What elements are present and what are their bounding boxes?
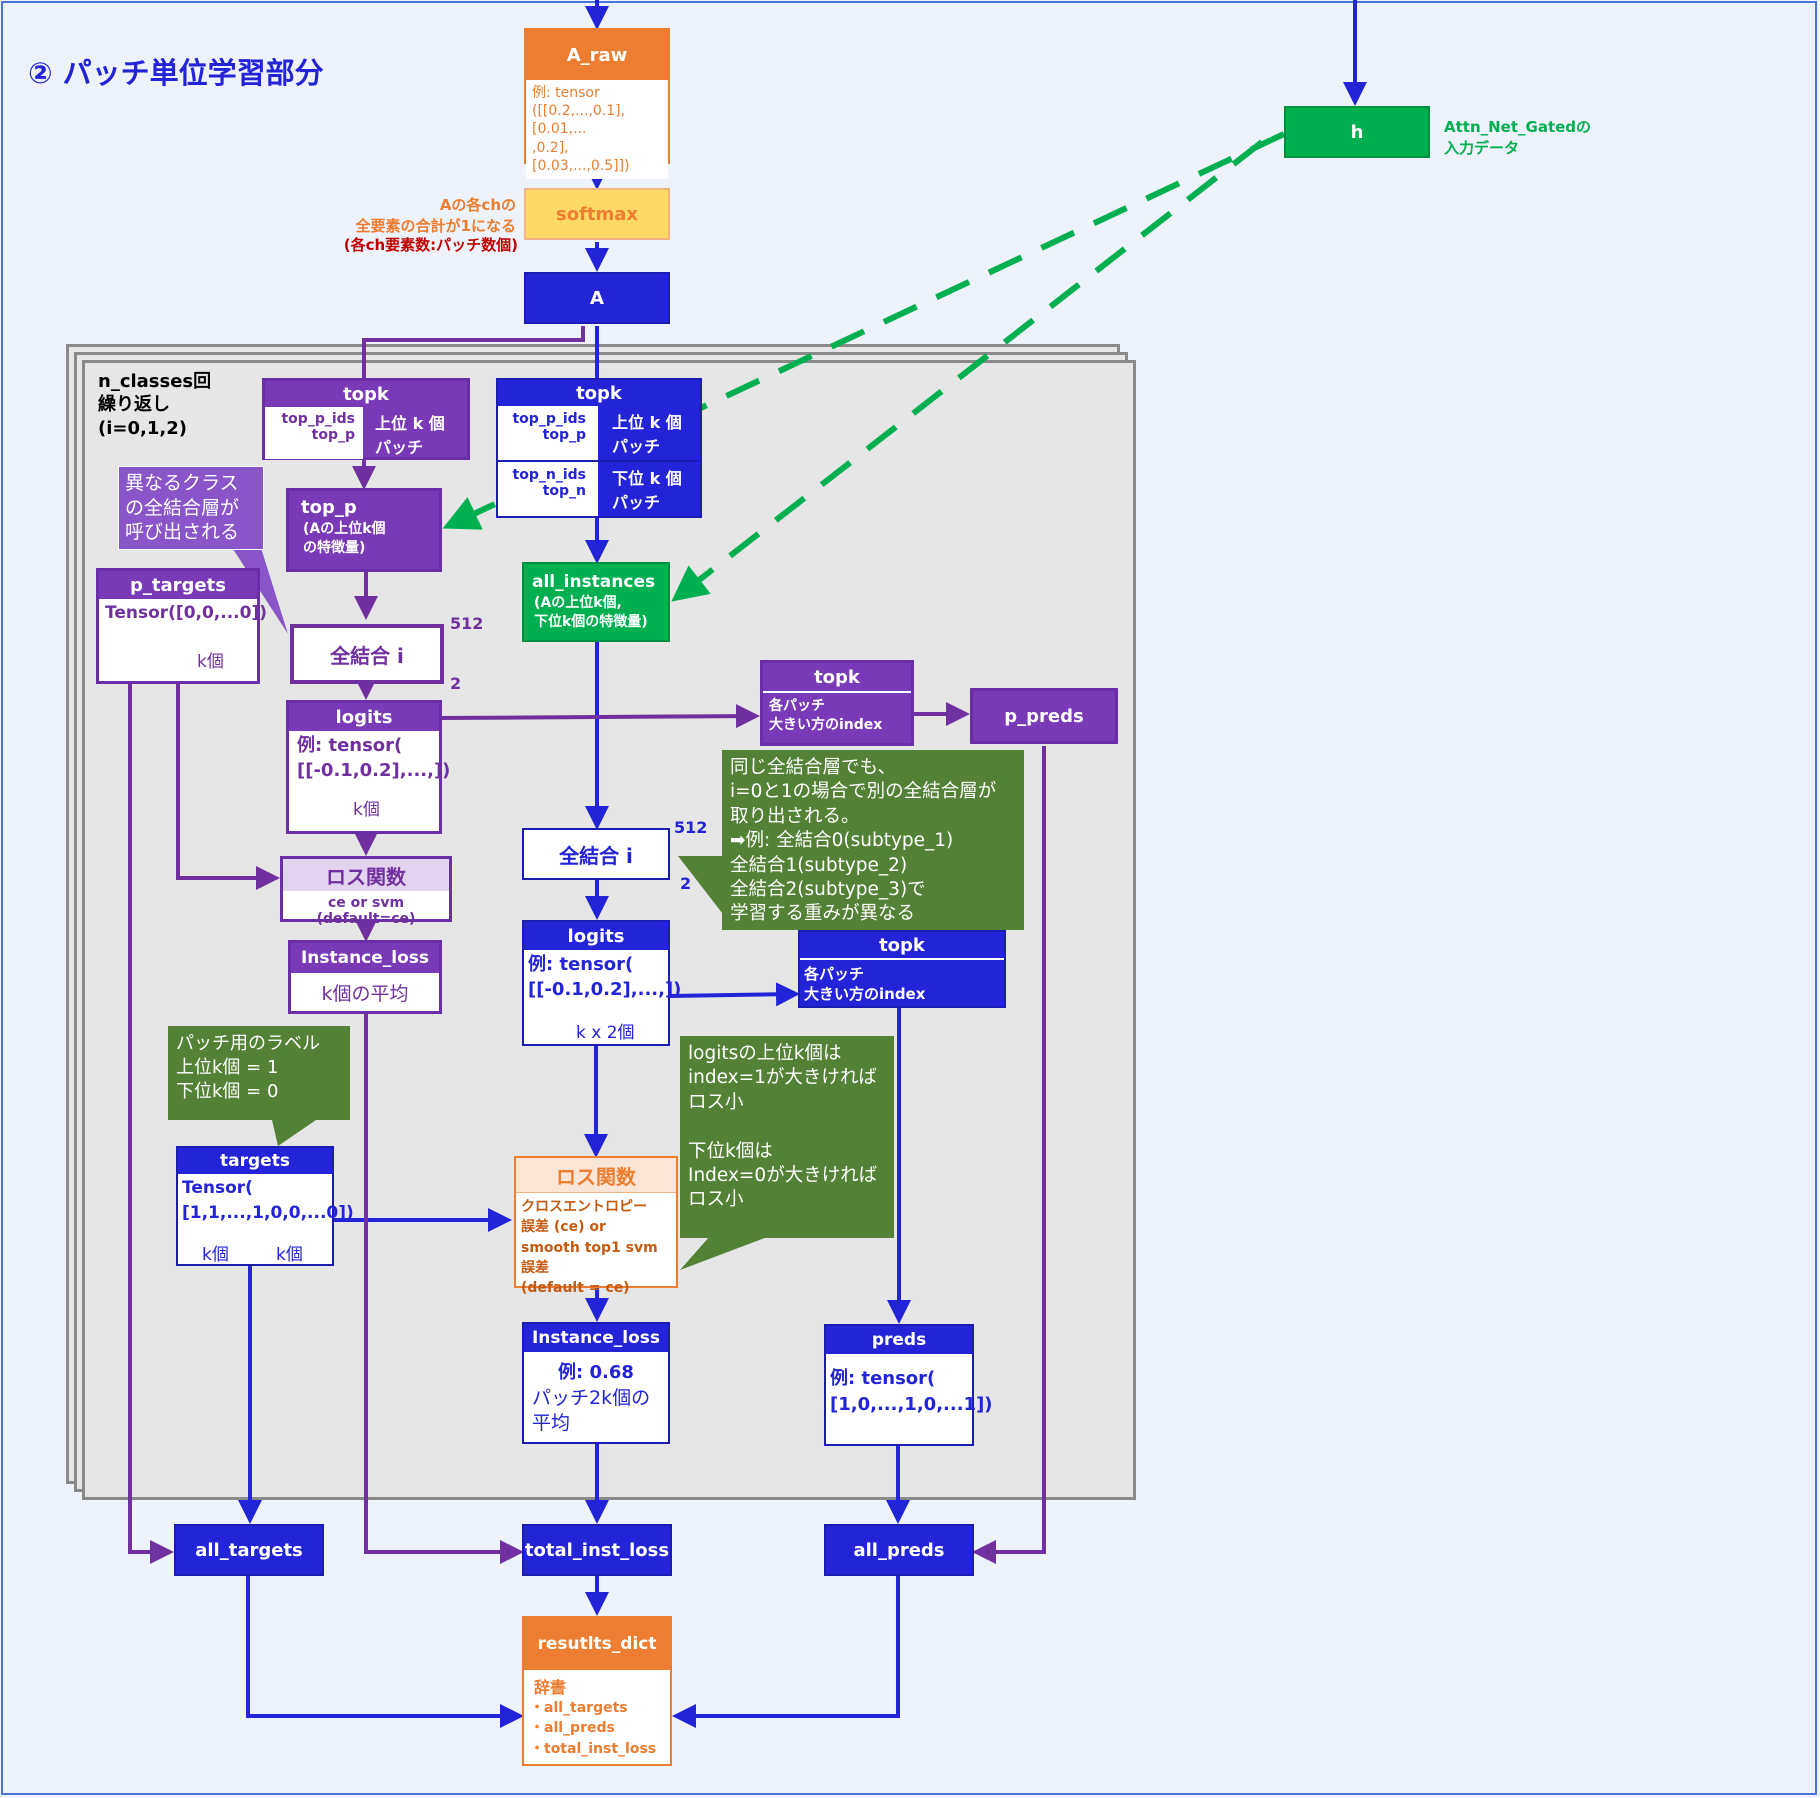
logits-center-sub: k x 2個 bbox=[576, 1023, 635, 1043]
topk-center-header: topk bbox=[576, 382, 622, 404]
p-targets-body: Tensor([0,0,...0]) bbox=[105, 603, 268, 623]
targets-header: targets bbox=[178, 1148, 332, 1174]
a-raw-node: A_raw 例: tensor ([[0.2,...,0.1],[0.01,..… bbox=[524, 28, 670, 179]
topk-left-header: topk bbox=[343, 383, 389, 405]
topk-left-ids: top_p_ids top_p bbox=[265, 407, 363, 459]
targets-sub-top: k個 bbox=[202, 1245, 229, 1265]
preds-body: 例: tensor( [1,0,...,1,0,...1]) bbox=[830, 1368, 993, 1416]
topk-p-preds-body: 各パッチ 大きい方のindex bbox=[769, 698, 883, 733]
all-preds-node: all_preds bbox=[824, 1524, 974, 1576]
h-note: Attn_Net_Gatedの 入力データ bbox=[1444, 118, 1592, 157]
fc-left-output-dim: 2 bbox=[450, 674, 462, 693]
top-p-node: top_p (Aの上位k個 の特徴量) bbox=[286, 488, 442, 572]
results-dict-node: resutlts_dict 辞書 ・all_targets ・all_preds… bbox=[522, 1616, 672, 1766]
instance-loss-left-header: Instance_loss bbox=[291, 943, 439, 973]
preds-header: preds bbox=[826, 1326, 972, 1354]
loss-center-header: ロス関数 bbox=[516, 1158, 676, 1193]
topk-preds-node: topk 各パッチ 大きい方のindex bbox=[798, 930, 1006, 1008]
loss-left-node: ロス関数 ce or svm (default=ce) bbox=[280, 856, 452, 927]
logits-left-header: logits bbox=[289, 703, 439, 731]
callout-fc-selection: 同じ全結合層でも、 i=0と1の場合で別の全結合層が 取り出される。 ➡例: 全… bbox=[722, 750, 1024, 930]
total-inst-loss-node: total_inst_loss bbox=[522, 1524, 672, 1576]
topk-center-top-ids: top_p_ids top_p bbox=[498, 406, 598, 460]
fc-left-input-dim: 512 bbox=[450, 614, 484, 633]
loss-left-body: ce or svm (default=ce) bbox=[316, 895, 416, 927]
instance-loss-center-desc: パッチ2k個の 平均 bbox=[532, 1387, 651, 1434]
topk-center-bottom-ids: top_n_ids top_n bbox=[498, 462, 598, 516]
topk-center-node: topk top_p_ids top_p 上位 k 個 パッチ top_n_id… bbox=[496, 378, 702, 518]
all-targets-node: all_targets bbox=[174, 1524, 324, 1576]
h-node: h bbox=[1284, 106, 1430, 158]
a-raw-body: 例: tensor ([[0.2,...,0.1],[0.01,... ,0.2… bbox=[526, 80, 668, 179]
topk-center-bottom-desc: 下位 k 個 パッチ bbox=[612, 469, 682, 512]
results-dict-items: ・all_targets ・all_preds ・total_inst_loss bbox=[530, 1700, 657, 1757]
instance-loss-center-node: Instance_loss 例: 0.68 パッチ2k個の 平均 bbox=[522, 1322, 670, 1444]
logits-center-node: logits 例: tensor( [[-0.1,0.2],...,]) k x… bbox=[522, 920, 682, 1046]
p-targets-sub: k個 bbox=[197, 652, 224, 672]
targets-body: Tensor( [1,1,...,1,0,0,...0]) bbox=[182, 1178, 354, 1223]
softmax-node: softmax bbox=[524, 188, 670, 240]
p-preds-node: p_preds bbox=[970, 688, 1118, 744]
callout-different-class-fc: 異なるクラス の全結合層が 呼び出される bbox=[118, 466, 264, 550]
callout-patch-label: パッチ用のラベル 上位k個 = 1 下位k個 = 0 bbox=[168, 1026, 350, 1120]
topk-center-top-desc: 上位 k 個 パッチ bbox=[612, 413, 682, 456]
fc-center-node: 全結合 i bbox=[522, 828, 670, 880]
topk-p-preds-header: topk bbox=[763, 663, 911, 693]
topk-preds-header: topk bbox=[800, 932, 1004, 960]
results-dict-title: 辞書 bbox=[534, 1678, 567, 1697]
logits-center-header: logits bbox=[524, 922, 668, 950]
logits-left-body: 例: tensor( [[-0.1,0.2],...,]) bbox=[297, 735, 451, 782]
fc-center-input-dim: 512 bbox=[674, 818, 708, 837]
targets-node: targets Tensor( [1,1,...,1,0,0,...0]) k個… bbox=[176, 1146, 354, 1266]
instance-loss-center-value: 例: 0.68 bbox=[558, 1362, 634, 1383]
loop-label: n_classes回 繰り返し (i=0,1,2) bbox=[98, 371, 212, 439]
a-node: A bbox=[524, 272, 670, 324]
callout-loss-explanation: logitsの上位k個は index=1が大きければ ロス小 下位k個は Ind… bbox=[680, 1036, 894, 1238]
fc-left-node: 全結合 i bbox=[290, 624, 444, 684]
instance-loss-left-body: k個の平均 bbox=[321, 983, 409, 1005]
logits-center-body: 例: tensor( [[-0.1,0.2],...,]) bbox=[528, 954, 682, 1001]
preds-node: preds 例: tensor( [1,0,...,1,0,...1]) bbox=[824, 1324, 993, 1446]
all-instances-node: all_instances (Aの上位k個, 下位k個の特徴量) bbox=[522, 562, 670, 642]
loss-center-body: クロスエントロピー 誤差 (ce) or smooth top1 svm誤差 (… bbox=[521, 1199, 658, 1297]
instance-loss-left-node: Instance_loss k個の平均 bbox=[288, 940, 442, 1014]
topk-preds-body: 各パッチ 大きい方のindex bbox=[804, 965, 926, 1004]
p-targets-header: p_targets bbox=[99, 571, 257, 599]
a-raw-header: A_raw bbox=[526, 30, 668, 80]
topk-left-desc: 上位 k 個 パッチ bbox=[375, 414, 445, 457]
logits-left-node: logits 例: tensor( [[-0.1,0.2],...,]) k個 bbox=[286, 700, 451, 834]
topk-p-preds-node: topk 各パッチ 大きい方のindex bbox=[760, 660, 914, 746]
results-dict-header: resutlts_dict bbox=[524, 1618, 670, 1670]
top-p-header: top_p bbox=[301, 497, 357, 518]
loss-left-header: ロス関数 bbox=[283, 859, 449, 891]
targets-sub-bottom: k個 bbox=[276, 1245, 303, 1265]
top-p-body: (Aの上位k個 の特徴量) bbox=[303, 521, 386, 556]
instance-loss-center-header: Instance_loss bbox=[524, 1324, 668, 1352]
logits-left-sub: k個 bbox=[353, 800, 380, 820]
softmax-note: Aの各chの 全要素の合計が1になる bbox=[355, 196, 516, 235]
all-instances-body: (Aの上位k個, 下位k個の特徴量) bbox=[534, 595, 648, 630]
p-targets-node: p_targets Tensor([0,0,...0]) k個 bbox=[96, 568, 268, 684]
fc-center-output-dim: 2 bbox=[680, 874, 692, 893]
topk-left-node: topk top_p_ids top_p 上位 k 個 パッチ bbox=[262, 378, 470, 460]
softmax-note-count: (各ch要素数:パッチ数個) bbox=[343, 236, 518, 254]
all-instances-header: all_instances bbox=[532, 572, 656, 592]
page-title: ② パッチ単位学習部分 bbox=[28, 56, 324, 90]
loss-center-node: ロス関数 クロスエントロピー 誤差 (ce) or smooth top1 sv… bbox=[514, 1156, 678, 1296]
